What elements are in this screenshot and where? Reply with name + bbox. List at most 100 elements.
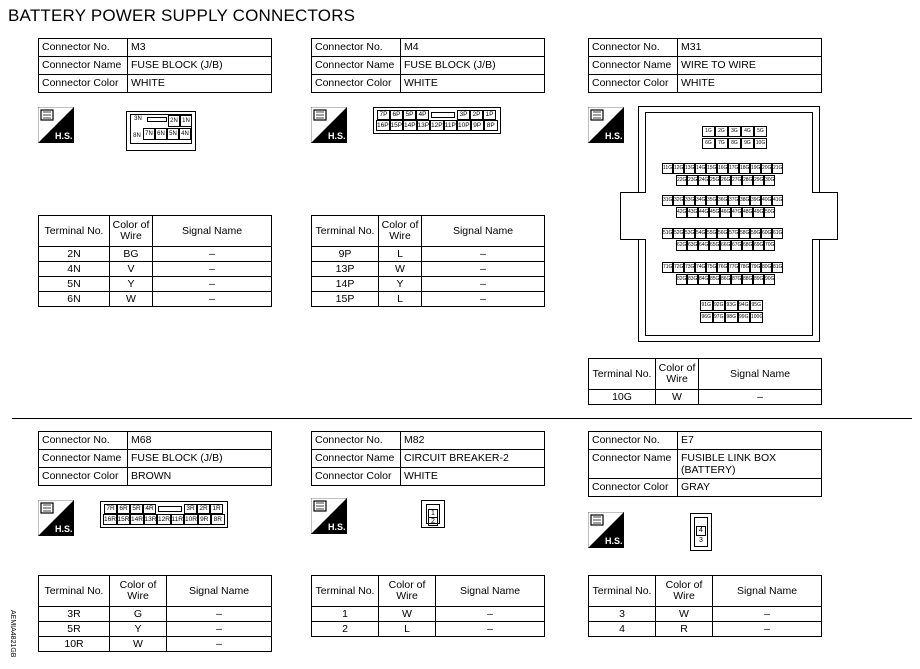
signal-name-cell: – xyxy=(712,606,822,622)
connector-lock xyxy=(158,506,182,512)
connector-name: CIRCUIT BREAKER-2 xyxy=(400,449,545,468)
label-connector-color: Connector Color xyxy=(38,74,128,93)
terminal-pin: 11P xyxy=(443,120,457,131)
terminal-pin: 2N xyxy=(168,115,180,127)
label-connector-name: Connector Name xyxy=(38,449,128,468)
wire-color-cell: V xyxy=(109,261,153,277)
terminal-no-cell: 4N xyxy=(38,261,110,277)
header-terminal-no: Terminal No. xyxy=(311,215,379,247)
terminal-pin: 60G xyxy=(761,228,772,239)
harness-side-icon: H.S. xyxy=(311,498,347,534)
connector-name: WIRE TO WIRE xyxy=(677,56,822,75)
terminal-pin: 33G xyxy=(684,195,695,206)
terminal-pin: 88G xyxy=(742,274,753,285)
header-signal-name: Signal Name xyxy=(421,215,545,247)
terminal-pin: 6G xyxy=(702,138,715,149)
terminal-pin: 62G xyxy=(676,240,687,251)
label-connector-color: Connector Color xyxy=(311,467,401,486)
terminal-pin: 35G xyxy=(706,195,717,206)
label-connector-no: Connector No. xyxy=(588,38,678,57)
signal-name-cell: – xyxy=(152,246,272,262)
label-connector-name: Connector Name xyxy=(38,56,128,75)
terminal-pin: 66G xyxy=(720,240,731,251)
wire-color-cell: L xyxy=(378,291,422,307)
wire-color-cell: W xyxy=(655,606,713,622)
terminal-pin: 42G xyxy=(676,207,687,218)
terminal-pin: 58G xyxy=(739,228,750,239)
wire-color-cell: BG xyxy=(109,246,153,262)
terminal-pin: 76G xyxy=(717,262,728,273)
terminal-pin: 67G xyxy=(731,240,742,251)
connector-no: E7 xyxy=(677,431,822,450)
connector-color: WHITE xyxy=(400,467,545,486)
terminal-pin: 1N xyxy=(180,115,192,127)
terminal-pin: 48G xyxy=(742,207,753,218)
terminal-pin: 23G xyxy=(687,175,698,186)
terminal-pin: 2 xyxy=(428,517,438,526)
terminal-pin: 19G xyxy=(750,163,761,174)
terminal-pin: 85G xyxy=(709,274,720,285)
signal-name-cell: – xyxy=(421,246,545,262)
connector-color: WHITE xyxy=(127,74,272,93)
terminal-pin: 32G xyxy=(673,195,684,206)
terminal-no-cell: 3R xyxy=(38,606,110,622)
terminal-pin: 94G xyxy=(737,300,750,311)
terminal-pin: 1G xyxy=(702,126,715,137)
signal-name-cell: – xyxy=(435,621,545,637)
terminal-table-m4: Terminal No. Color of Wire Signal Name 9… xyxy=(311,215,545,307)
terminal-no-cell: 9P xyxy=(311,246,379,262)
terminal-pin: 5N xyxy=(167,128,179,140)
terminal-pin: 24G xyxy=(698,175,709,186)
terminal-pin: 12G xyxy=(673,163,684,174)
terminal-pin: 96G xyxy=(700,312,713,323)
wire-color-cell: G xyxy=(109,606,167,622)
harness-side-icon: H.S. xyxy=(588,512,624,548)
terminal-no-cell: 3 xyxy=(588,606,656,622)
terminal-pin: 79G xyxy=(750,262,761,273)
terminal-pin: 14R xyxy=(130,514,144,525)
hs-label: H.S. xyxy=(55,524,73,534)
terminal-pin: 34G xyxy=(695,195,706,206)
wire-color-cell: W xyxy=(378,606,436,622)
terminal-pin: 4 xyxy=(696,526,706,536)
terminal-pin: 7G xyxy=(715,138,728,149)
connector-name: FUSE BLOCK (J/B) xyxy=(127,449,272,468)
terminal-pin: 61G xyxy=(772,228,783,239)
terminal-pin: 27G xyxy=(731,175,742,186)
signal-name-cell: – xyxy=(166,621,272,637)
terminal-table-m82: Terminal No. Color of Wire Signal Name 1… xyxy=(311,575,545,637)
label-connector-name: Connector Name xyxy=(311,449,401,468)
terminal-pin: 4P xyxy=(416,110,429,120)
terminal-pin: 78G xyxy=(739,262,750,273)
terminal-pin: 14P xyxy=(403,120,417,131)
terminal-pin: 18G xyxy=(739,163,750,174)
header-color-of-wire: Color of Wire xyxy=(655,358,699,390)
terminal-pin: 30G xyxy=(764,175,775,186)
terminal-no-cell: 2N xyxy=(38,246,110,262)
terminal-pin: 92G xyxy=(712,300,725,311)
terminal-pin: 91G xyxy=(700,300,713,311)
terminal-pin: 29G xyxy=(753,175,764,186)
connector-name: FUSIBLE LINK BOX (BATTERY) xyxy=(677,449,822,479)
wire-color-cell: Y xyxy=(378,276,422,292)
terminal-pin: 8R xyxy=(211,514,225,525)
hs-label: H.S. xyxy=(55,131,73,141)
terminal-pin: 8N xyxy=(133,133,141,139)
section-divider xyxy=(12,418,912,419)
connector-color: WHITE xyxy=(400,74,545,93)
terminal-no-cell: 15P xyxy=(311,291,379,307)
terminal-pin: 4R xyxy=(143,504,156,514)
terminal-pin: 15G xyxy=(706,163,717,174)
connector-no: M82 xyxy=(400,431,545,450)
terminal-pin: 38G xyxy=(739,195,750,206)
wire-color-cell: L xyxy=(378,246,422,262)
connector-color: WHITE xyxy=(677,74,822,93)
header-color-of-wire: Color of Wire xyxy=(109,215,153,247)
